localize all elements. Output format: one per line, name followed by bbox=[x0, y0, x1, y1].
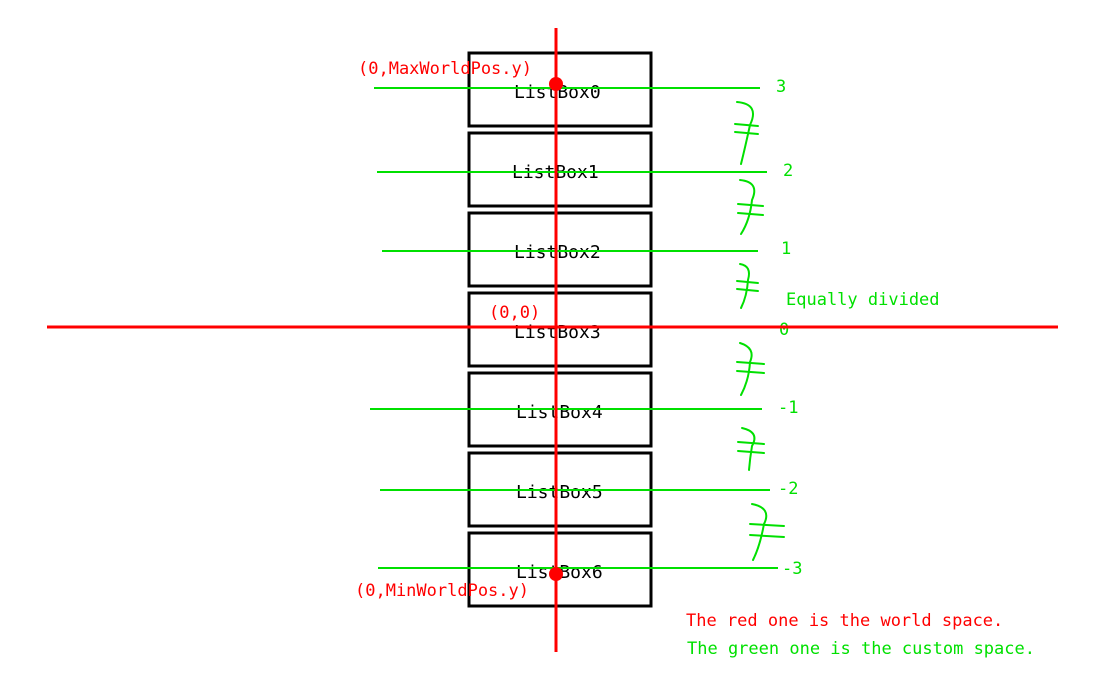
custom-space-lines bbox=[370, 87, 778, 569]
world-space-axes bbox=[47, 28, 1058, 652]
world-points bbox=[549, 77, 563, 581]
equal-mark-0 bbox=[734, 101, 759, 165]
equal-mark-1 bbox=[737, 179, 764, 235]
listbox-label-4: ListBox4 bbox=[516, 402, 603, 423]
listbox-3 bbox=[467, 291, 653, 368]
equal-mark-3 bbox=[736, 342, 765, 396]
equal-mark-4 bbox=[737, 427, 765, 471]
world-label-origin: (0,0) bbox=[489, 303, 540, 323]
listbox-2 bbox=[467, 211, 653, 288]
world-label-max: (0,MaxWorldPos.y) bbox=[358, 59, 532, 79]
custom-tick-1: 1 bbox=[781, 239, 791, 259]
world-point-max bbox=[549, 77, 563, 91]
custom-tick-minus-1: -1 bbox=[778, 398, 798, 418]
equal-mark-2 bbox=[736, 263, 759, 309]
listbox-group bbox=[467, 51, 653, 608]
equal-mark-5 bbox=[749, 503, 785, 561]
listbox-1 bbox=[467, 131, 653, 208]
listbox-label-5: ListBox5 bbox=[516, 482, 603, 503]
custom-tick-minus-3: -3 bbox=[782, 559, 802, 579]
custom-tick-2: 2 bbox=[783, 161, 793, 181]
legend-world-space: The red one is the world space. bbox=[686, 611, 1003, 631]
world-label-min: (0,MinWorldPos.y) bbox=[355, 581, 529, 601]
custom-tick-0: 0 bbox=[779, 320, 789, 340]
custom-tick-3: 3 bbox=[776, 77, 786, 97]
equally-divided-note: Equally divided bbox=[786, 290, 940, 310]
custom-tick-minus-2: -2 bbox=[778, 479, 798, 499]
world-point-min bbox=[549, 567, 563, 581]
equal-spacing-marks bbox=[734, 101, 785, 561]
legend-custom-space: The green one is the custom space. bbox=[687, 639, 1035, 659]
